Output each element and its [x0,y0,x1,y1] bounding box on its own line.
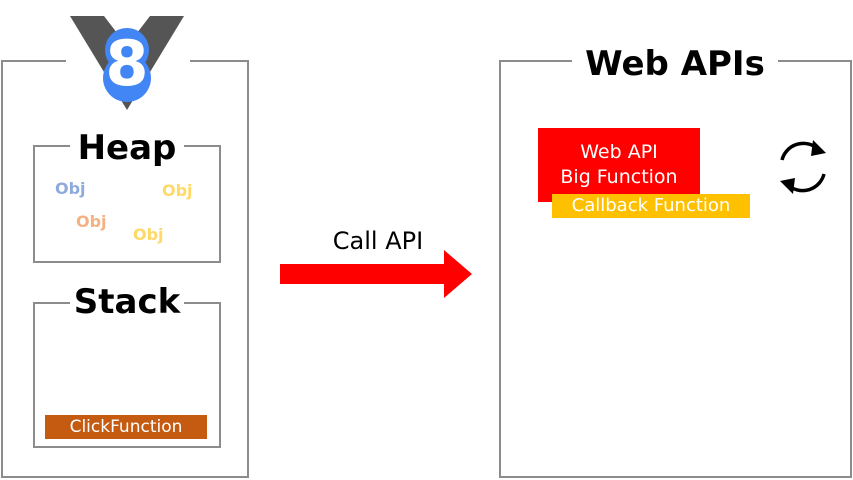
refresh-cycle-icon [780,140,826,194]
heap-object: Obj [162,181,193,200]
heap-object: Obj [133,225,164,244]
heap-title: Heap [70,128,184,168]
web-api-card-line2: Big Function [560,166,678,188]
callback-function-bar: Callback Function [552,194,750,218]
stack-title: Stack [70,282,184,322]
logo-text: 8 [105,27,148,100]
heap-object: Obj [55,179,86,198]
stack-frame: ClickFunction [45,415,207,439]
right-arrow-icon [280,250,472,298]
web-apis-title: Web APIs [572,42,778,86]
v8-logo-icon: 8 [70,16,184,110]
web-api-card-line1: Web API [580,141,658,163]
web-api-card: Web API Big Function [538,128,700,202]
arrow-label: Call API [332,227,424,255]
web-apis-container [499,60,852,478]
heap-object: Obj [76,212,107,231]
